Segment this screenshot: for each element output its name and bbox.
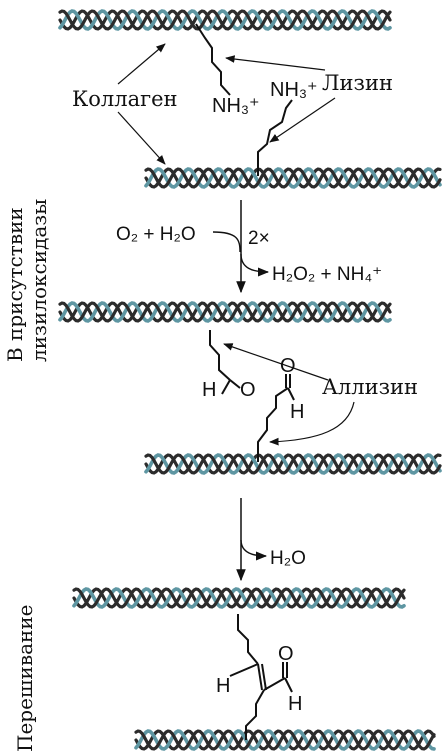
times-two-label: 2× (248, 228, 270, 249)
hydrogen-label-crosslink-left: H (216, 675, 230, 697)
reactant-curve (212, 231, 241, 253)
lysine-side-chain-lower (257, 99, 293, 176)
helix-strand-3 (58, 301, 392, 323)
nh3-label-top: NH₃⁺ (212, 95, 260, 117)
allysine-side-chain-top (209, 330, 241, 395)
oxygen-label-crosslink: O (278, 643, 294, 665)
oxygen-label-top: O (240, 379, 256, 401)
collagen-helix-lower (144, 167, 442, 189)
collagen-label: Коллаген (72, 87, 178, 111)
helix-strand-2 (144, 167, 442, 189)
hydrogen-label-lower: H (290, 401, 304, 423)
side-label-lysyl-oxidase: лизилоксидазы (27, 199, 51, 362)
helix-strand-1 (58, 9, 392, 31)
nh3-label-lower: NH₃⁺ (270, 79, 318, 101)
allysine-label: Аллизин (322, 375, 418, 399)
collagen-helix-top (58, 9, 392, 31)
crosslink-structure (229, 614, 293, 740)
helix-strand-1 (134, 729, 436, 751)
hydrogen-label-top: H (202, 379, 216, 401)
reactants-label: O₂ + H₂O (116, 224, 196, 245)
label-pointer-arrows-1 (117, 43, 336, 165)
collagen-helix-crosslinked-lower (134, 729, 436, 751)
lysine-label: Лизин (322, 71, 393, 95)
helix-strand-3 (134, 729, 436, 751)
collagen-helix-after-oxidation-lower (144, 453, 442, 475)
product-curve (240, 253, 270, 277)
allysine-side-chain-lower (257, 374, 295, 462)
helix-strand-2 (144, 453, 442, 475)
helix-strand-2 (58, 301, 392, 323)
collagen-helix-crosslinked-top (72, 587, 406, 609)
collagen-helix-after-oxidation-top (58, 301, 392, 323)
helix-strand-2 (58, 9, 392, 31)
helix-strand-1 (72, 587, 406, 609)
label-pointer-arrows-2 (223, 343, 355, 446)
hydrogen-label-crosslink-right: H (288, 693, 302, 715)
helix-strand-3 (144, 453, 442, 475)
helix-strand-3 (72, 587, 406, 609)
side-label-crosslinking: Перешивание (13, 604, 37, 752)
helix-strand-3 (144, 167, 442, 189)
products-label: H₂O₂ + NH₄⁺ (272, 264, 382, 285)
water-curve (240, 539, 268, 561)
water-label: H₂O (270, 548, 306, 569)
lysine-side-chain-top (195, 23, 231, 96)
helix-strand-3 (58, 9, 392, 31)
side-label-presence: В присутствии (3, 207, 27, 362)
helix-strand-1 (58, 301, 392, 323)
helix-strand-2 (72, 587, 406, 609)
